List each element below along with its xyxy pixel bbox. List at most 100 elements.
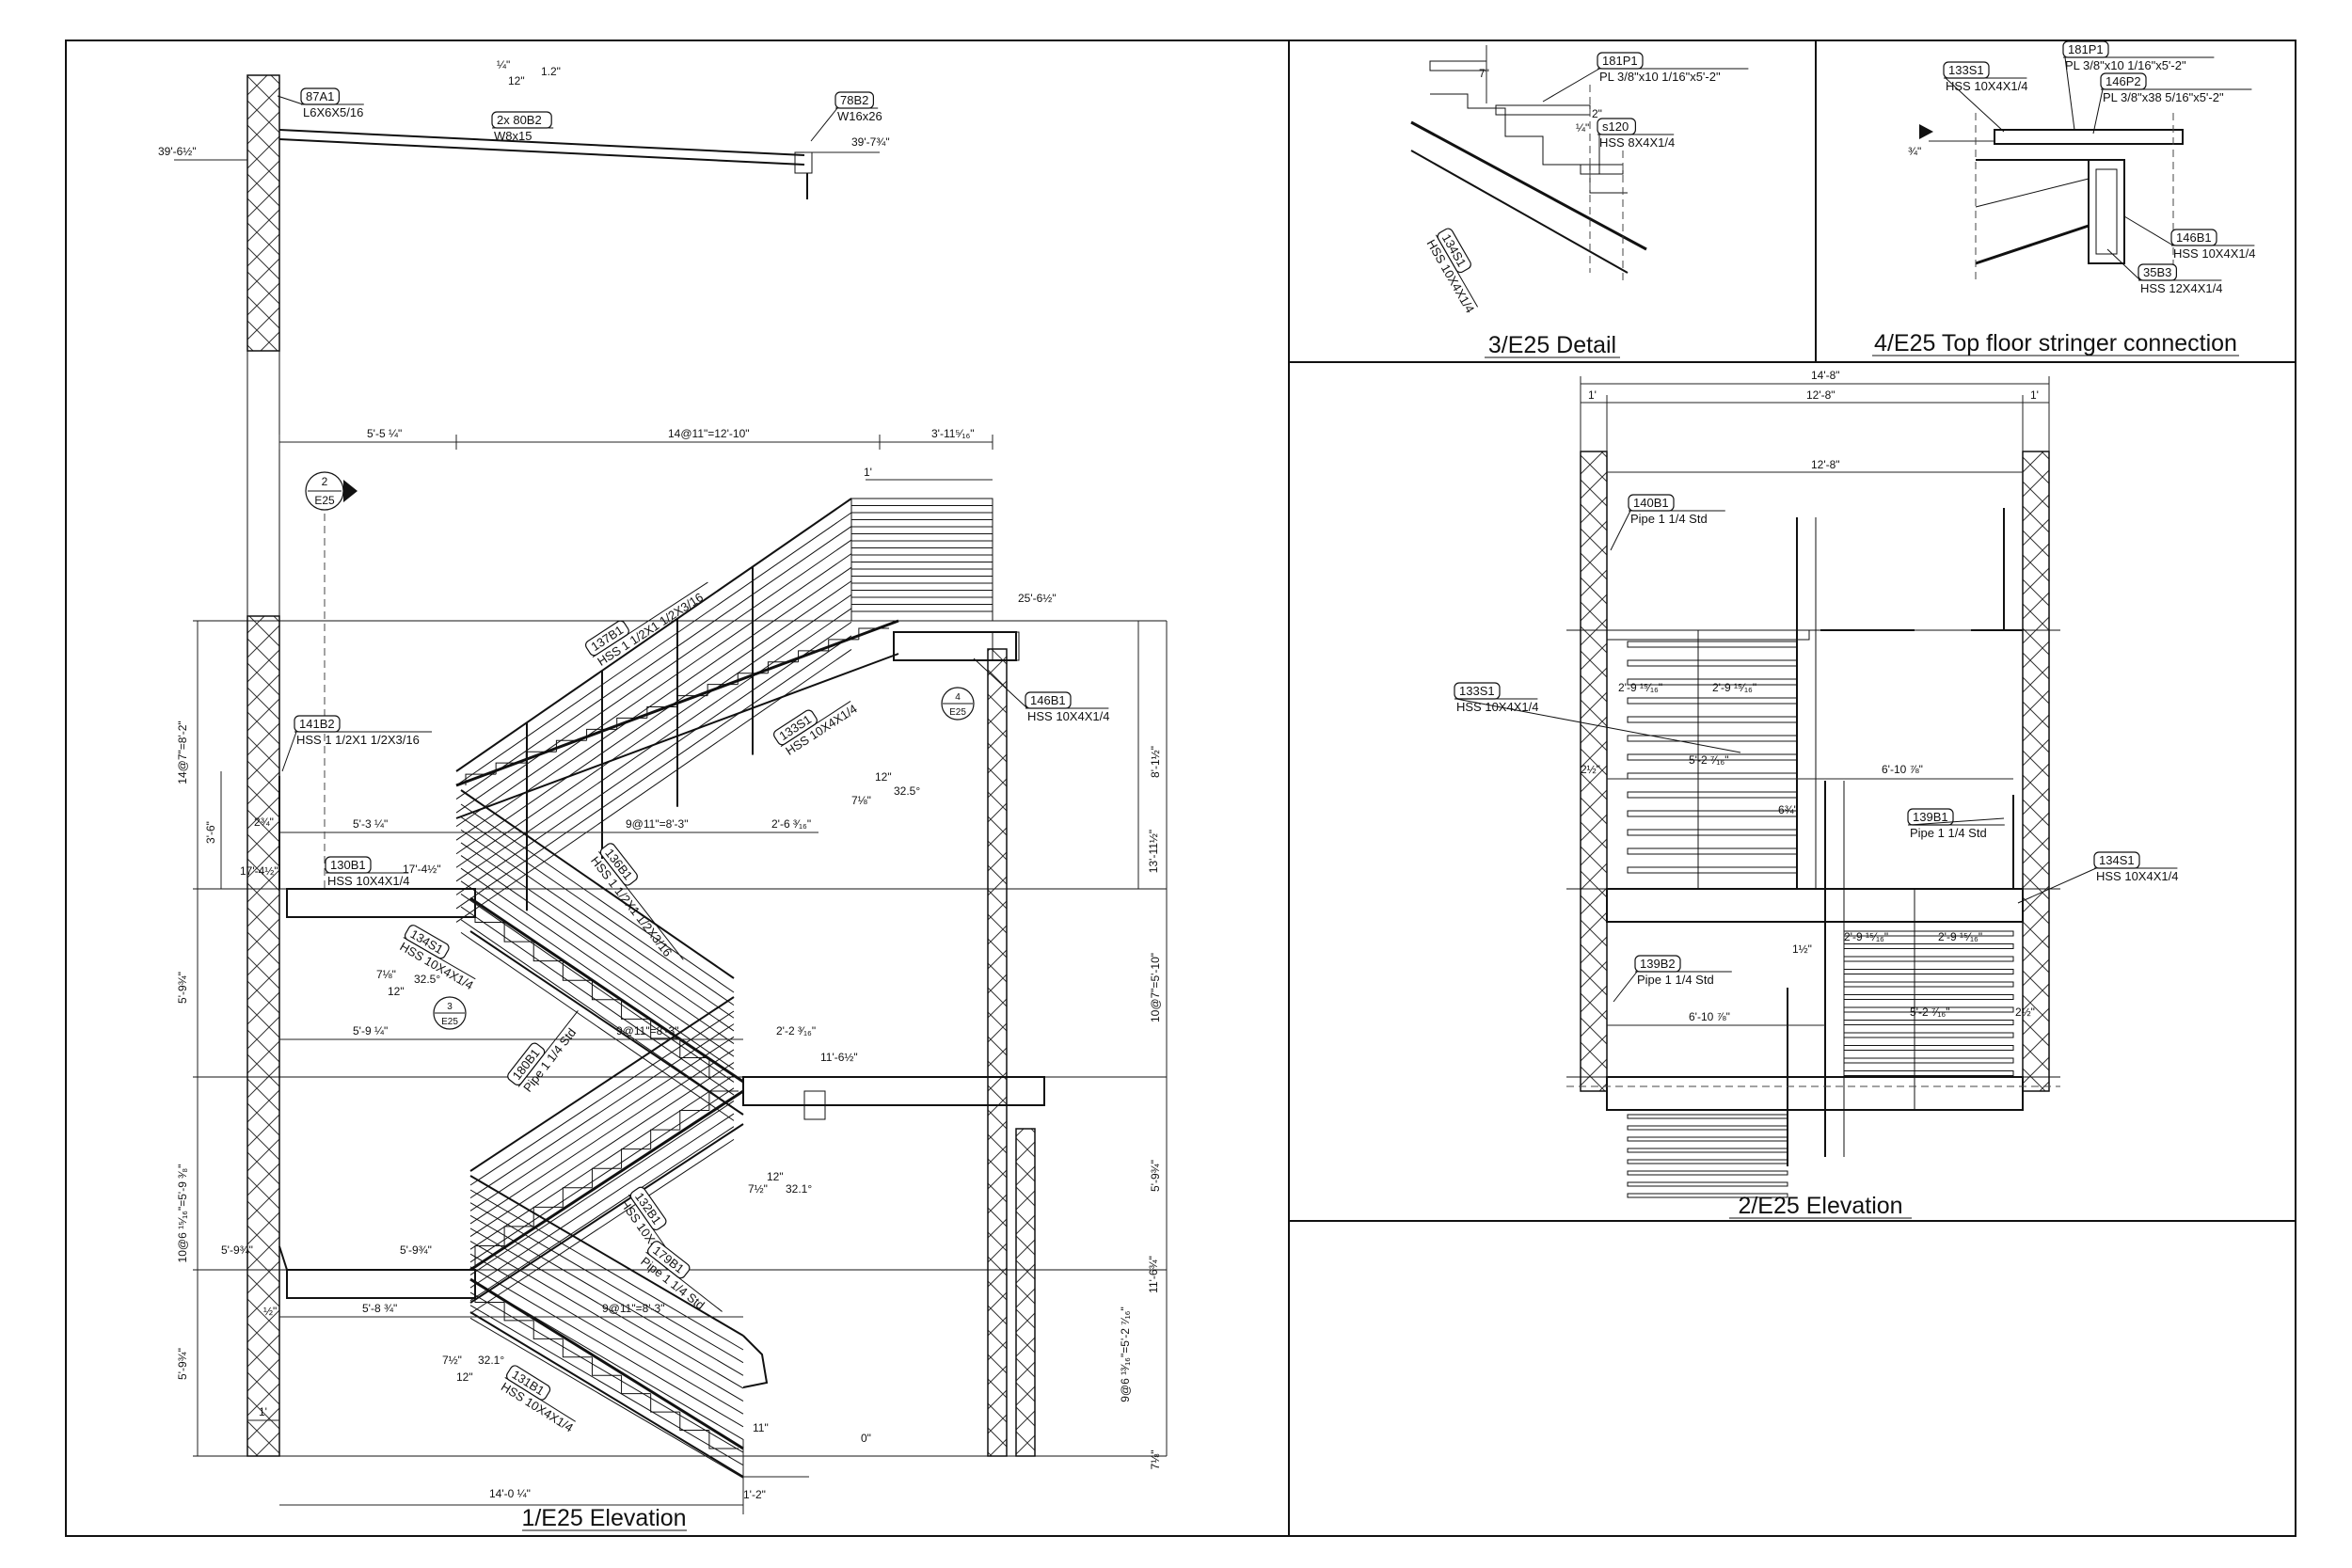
dim-v2-6103: 6'-10 ⅞" bbox=[1882, 763, 1923, 776]
member-mark: 2x 80B2 bbox=[497, 113, 542, 127]
dim-v2-1b: 1' bbox=[2030, 388, 2039, 402]
member-desc: L6X6X5/16 bbox=[303, 105, 363, 119]
member-mark: 146B1 bbox=[1030, 693, 1066, 707]
dim-d-r3: 5'-9¾" bbox=[1149, 1160, 1162, 1192]
callout-2-e25[interactable]: 2 E25 bbox=[305, 471, 358, 511]
dim-slope-top-val: 1.2" bbox=[541, 65, 561, 78]
dim-d-el4b: 5'-9¾" bbox=[400, 1243, 432, 1257]
dimension-texts: 5'-5 ¼"14@11"=12'-10"3'-11⁵⁄₁₆"1'25'-6½"… bbox=[158, 58, 2039, 1501]
member-mark: 130B1 bbox=[330, 858, 366, 872]
dim-s2-run: 12" bbox=[388, 985, 405, 998]
member-mark: 181P1 bbox=[2068, 42, 2104, 56]
elevation-2-view bbox=[1566, 376, 2060, 1198]
dim-d-36: 3'-6" bbox=[204, 821, 217, 844]
dim-d-r-tot1: 13'-11½" bbox=[1147, 830, 1160, 873]
flight-3 bbox=[469, 996, 744, 1314]
dim-s1-ang: 32.5° bbox=[894, 784, 920, 798]
dim-v2-212b: 2½" bbox=[2015, 1006, 2035, 1019]
member-mark: 146B1 bbox=[2176, 230, 2212, 245]
dim-s1-run: 12" bbox=[875, 770, 892, 784]
member-mark: 140B1 bbox=[1633, 496, 1669, 510]
dim-d-r2: 10@7"=5'-10" bbox=[1149, 953, 1162, 1022]
dim-d-l3c: 2'-2 ³⁄₁₆" bbox=[776, 1024, 816, 1037]
dim-v2-634: 6¾" bbox=[1778, 803, 1798, 816]
dim-v2-52b: 5'-2 ⁷⁄₁₆" bbox=[1910, 1006, 1949, 1019]
dim-s3-ang: 32.1° bbox=[786, 1182, 812, 1196]
svg-text:E25: E25 bbox=[441, 1017, 458, 1027]
member-tag-t181P1a[interactable]: 181P1 PL 3/8"x10 1/16"x5'-2" bbox=[1597, 52, 1749, 84]
landing-low-left bbox=[286, 1269, 476, 1299]
title-detail-3: 3/E25 Detail bbox=[1488, 332, 1616, 358]
right-wall-lower bbox=[1015, 1128, 1036, 1457]
dim-v3-7: 7" bbox=[1479, 67, 1489, 80]
dim-s4-ang: 32.1° bbox=[478, 1354, 504, 1367]
svg-text:3: 3 bbox=[447, 1002, 453, 1012]
member-desc: HSS 10X4X1/4 bbox=[2096, 869, 2178, 883]
dim-v2-212: 2½" bbox=[1581, 763, 1600, 776]
member-desc: W16x26 bbox=[837, 109, 882, 123]
callout-3-e25[interactable]: 3 E25 bbox=[433, 996, 467, 1030]
member-desc: Pipe 1 1/4 Std bbox=[1910, 826, 1987, 840]
dim-s3-run: 12" bbox=[767, 1170, 784, 1183]
member-mark: 87A1 bbox=[306, 89, 334, 103]
dim-s3-rise: 7½" bbox=[748, 1182, 768, 1196]
dim-d-1ft-top: 1' bbox=[864, 466, 872, 479]
member-desc: PL 3/8"x10 1/16"x5'-2" bbox=[1599, 70, 1721, 84]
dim-d-top-a: 5'-5 ¼" bbox=[367, 427, 402, 440]
member-mark: 133S1 bbox=[1948, 63, 1984, 77]
title-elevation-1: 1/E25 Elevation bbox=[521, 1505, 686, 1531]
dim-s2-rise: 7⅛" bbox=[376, 968, 396, 981]
sheet-frames bbox=[65, 40, 2296, 1537]
member-desc: PL 3/8"x38 5/16"x5'-2" bbox=[2103, 90, 2224, 104]
member-desc: HSS 10X4X1/4 bbox=[1027, 709, 1109, 723]
member-mark: 35B3 bbox=[2143, 265, 2171, 279]
dim-s1-rise: 7⅛" bbox=[851, 794, 871, 807]
svg-text:E25: E25 bbox=[314, 494, 335, 507]
dim-d-r4: 9@6 ¹³⁄₁₆"=5'-2 ⁷⁄₁₆" bbox=[1119, 1307, 1132, 1402]
dim-d-1ft-bot: 1' bbox=[259, 1405, 267, 1418]
dim-v2-29a: 2'-9 ¹⁵⁄₁₆" bbox=[1618, 681, 1662, 694]
callout-4-e25[interactable]: 4 E25 bbox=[941, 687, 975, 721]
member-desc: HSS 10X4X1/4 bbox=[2173, 246, 2255, 261]
dim-v3-2: 2" bbox=[1592, 107, 1602, 120]
left-wall-upper bbox=[246, 74, 280, 352]
dim-slope-top-rise: ¼" bbox=[497, 58, 510, 71]
v1-dimensions bbox=[197, 435, 1168, 1514]
dim-d-r-tot2: 11'-6¾" bbox=[1147, 1256, 1160, 1293]
dim-s2-ang: 32.5° bbox=[414, 973, 440, 986]
view-titles: 1/E25 Elevation 2/E25 Elevation 3/E25 De… bbox=[521, 330, 2239, 1531]
member-mark: 133S1 bbox=[1459, 684, 1495, 698]
dim-d-bot-tot: 14'-0 ¼" bbox=[489, 1487, 531, 1500]
dim-d-l4a: 5'-8 ¾" bbox=[362, 1302, 397, 1315]
dim-slope-top-run: 12" bbox=[508, 74, 525, 87]
v2-left-wall bbox=[1580, 451, 1608, 1092]
dim-v2-29d: 2'-9 ¹⁵⁄₁₆" bbox=[1938, 930, 1982, 943]
dim-d-top-c: 3'-11⁵⁄₁₆" bbox=[931, 427, 975, 440]
member-mark: 181P1 bbox=[1602, 54, 1638, 68]
member-desc: HSS 10X4X1/4 bbox=[1946, 79, 2027, 93]
dim-s4-rise: 7½" bbox=[442, 1354, 462, 1367]
